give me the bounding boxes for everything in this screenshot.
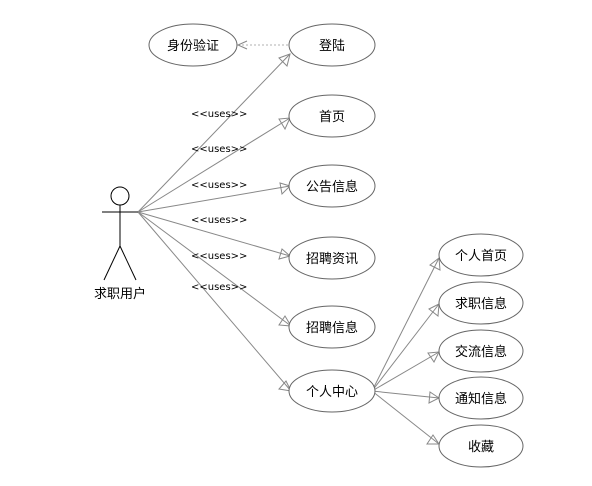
use-case-job-seeking[interactable]: 求职信息 <box>438 281 524 325</box>
arrow-login <box>278 53 291 67</box>
assoc-news <box>137 211 291 257</box>
use-case-auth[interactable]: 身份验证 <box>148 23 238 67</box>
arrow-notice <box>279 182 291 196</box>
arrow-exchange <box>427 351 440 363</box>
use-case-center[interactable]: 个人中心 <box>288 369 376 413</box>
use-case-label: 通知信息 <box>455 391 507 407</box>
actor-right-leg <box>119 245 137 281</box>
assoc-jobs <box>137 211 292 327</box>
stereotype-label: <<uses>> <box>191 215 247 226</box>
stereotype-label: <<uses>> <box>191 282 247 293</box>
assoc-personal-home <box>371 257 440 392</box>
use-case-label: 招聘资讯 <box>306 252 358 267</box>
use-case-label: 身份验证 <box>167 38 219 54</box>
use-case-login[interactable]: 登陆 <box>288 23 376 67</box>
stereotype-label: <<uses>> <box>191 180 247 191</box>
use-case-personal-home[interactable]: 个人首页 <box>438 233 524 277</box>
arrow-jobs <box>278 315 292 327</box>
use-case-home[interactable]: 首页 <box>288 94 376 138</box>
use-case-label: 个人首页 <box>455 249 507 264</box>
stereotype-label: <<uses>> <box>191 251 247 262</box>
associations-main <box>137 53 292 392</box>
arrow-notification <box>428 391 440 404</box>
use-case-label: 招聘信息 <box>306 320 358 336</box>
use-case-label: 公告信息 <box>306 179 358 195</box>
actor-left-leg <box>103 245 121 281</box>
use-case-label: 交流信息 <box>455 344 507 360</box>
use-case-news[interactable]: 招聘资讯 <box>288 236 376 280</box>
assoc-notice <box>137 185 291 213</box>
assoc-job-seeking <box>371 303 440 392</box>
use-case-notice[interactable]: 公告信息 <box>288 164 376 208</box>
arrow-home <box>278 117 291 131</box>
arrow-favorites <box>426 434 440 445</box>
actor-label: 求职用户 <box>94 286 146 302</box>
use-case-label: 收藏 <box>468 440 494 455</box>
use-case-jobs[interactable]: 招聘信息 <box>288 305 376 349</box>
include-arrow-auth <box>236 40 248 50</box>
use-case-label: 登陆 <box>319 38 345 54</box>
actor-head <box>110 186 130 206</box>
assoc-favorites <box>371 390 440 445</box>
assoc-center <box>137 211 292 392</box>
use-case-label: 首页 <box>319 110 345 125</box>
stereotype-label: <<uses>> <box>191 109 247 120</box>
use-case-exchange[interactable]: 交流信息 <box>438 329 524 373</box>
use-case-notification[interactable]: 通知信息 <box>438 376 524 420</box>
assoc-login <box>137 53 291 213</box>
stereotype-label: <<uses>> <box>191 144 247 155</box>
arrow-center <box>278 380 292 392</box>
assoc-home <box>137 117 291 213</box>
assoc-exchange <box>371 351 440 392</box>
arrow-news <box>278 248 292 260</box>
arrow-personal-home <box>429 257 441 271</box>
use-case-label: 个人中心 <box>306 385 358 400</box>
arrow-job-seeking <box>428 303 440 317</box>
assoc-notification <box>371 390 440 399</box>
associations-center <box>371 257 441 445</box>
use-case-label: 求职信息 <box>455 296 507 312</box>
actor-figure <box>102 186 138 281</box>
use-case-favorites[interactable]: 收藏 <box>438 424 524 468</box>
